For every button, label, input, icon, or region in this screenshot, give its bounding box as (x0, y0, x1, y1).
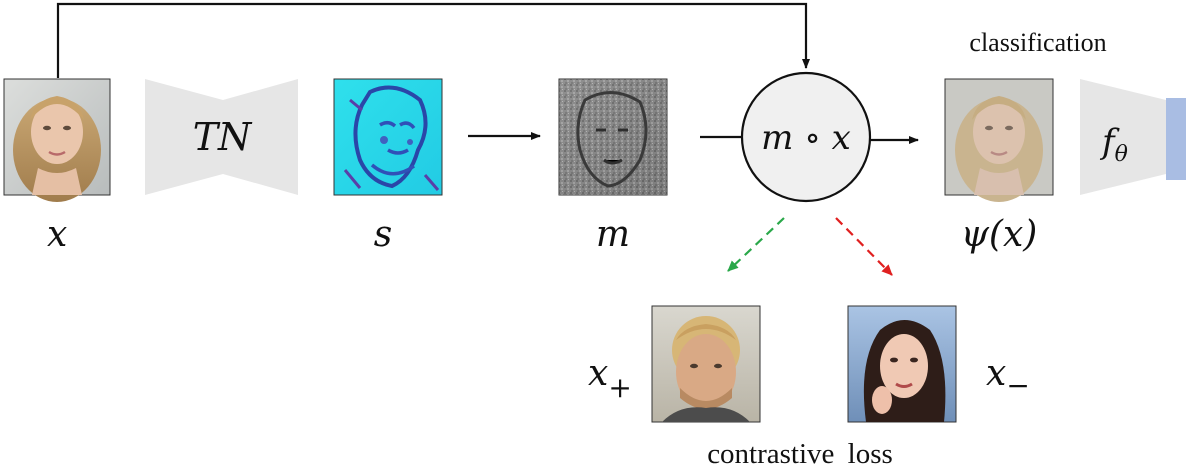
transform-network-label: TN (193, 115, 253, 159)
saliency-label: s (374, 214, 392, 255)
output-label: ψ(x) (961, 214, 1038, 255)
classifier-block (1080, 79, 1166, 195)
saliency-map-image (333, 78, 443, 196)
negative-pair-arrow (835, 217, 893, 276)
mask-image (558, 78, 668, 196)
classification-label: classification (969, 28, 1106, 57)
skip-connection-arrow (56, 2, 810, 78)
masking-operation-node (740, 71, 872, 203)
input-label: x (47, 214, 67, 255)
classifier-output-layer (1166, 98, 1186, 180)
contrastive-loss-label: contrastive loss (707, 438, 893, 467)
positive-sample-label: x+ (588, 353, 632, 404)
transform-network-block (145, 79, 298, 195)
positive-pair-arrow (727, 217, 785, 272)
mask-label: m (596, 214, 630, 255)
negative-sample-label: x− (986, 353, 1030, 402)
negative-face-image (847, 305, 957, 423)
input-face-image (3, 78, 111, 202)
masking-operation-label: m ∘ x (761, 118, 851, 158)
masked-face-image (944, 78, 1054, 202)
positive-face-image (651, 305, 761, 423)
